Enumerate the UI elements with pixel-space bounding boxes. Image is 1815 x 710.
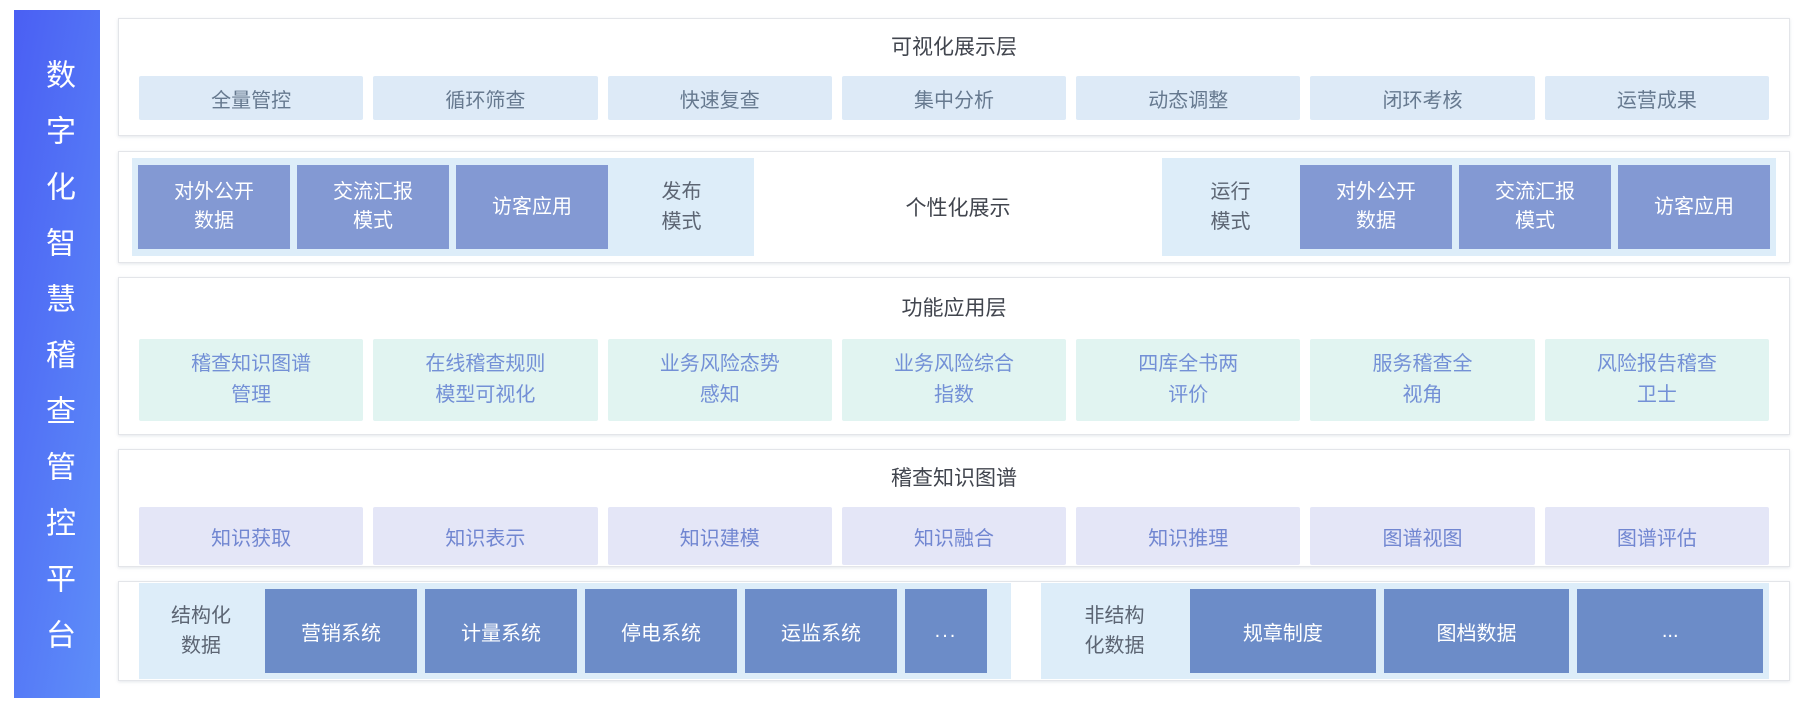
layer-title-visualization: 可视化展示层: [891, 36, 1017, 59]
run-mode-panel: 运行 模式 对外公开 数据 交流汇报 模式 访客应用: [1162, 158, 1776, 256]
knowledge-graph-item: 知识推理: [1076, 507, 1301, 565]
structured-system: 营销系统: [265, 589, 417, 673]
publish-mode-item: 对外公开 数据: [138, 165, 290, 249]
publish-mode-item: 交流汇报 模式: [297, 165, 449, 249]
function-item: 业务风险态势 感知: [607, 339, 832, 421]
layer-display-modes: 对外公开 数据 交流汇报 模式 访客应用 发布 模式 个性化展示 运行 模式 对…: [118, 151, 1790, 263]
platform-title: 数字化智慧稽查管控平台: [41, 59, 74, 675]
publish-mode-label: 发布 模式: [661, 181, 702, 233]
knowledge-graph-item: 知识获取: [139, 507, 364, 565]
visualization-item: 闭环考核: [1310, 76, 1535, 120]
visualization-items: 全量管控 循环筛查 快速复查 集中分析 动态调整 闭环考核 运营成果: [119, 76, 1789, 120]
structured-data-panel: 结构化 数据 营销系统 计量系统 停电系统 运监系统 ...: [139, 583, 1011, 679]
structured-system: 计量系统: [425, 589, 577, 673]
visualization-item: 集中分析: [841, 76, 1067, 120]
run-mode-label: 运行 模式: [1210, 181, 1251, 233]
knowledge-graph-item: 图谱评估: [1544, 507, 1769, 565]
run-mode-item: 访客应用: [1618, 165, 1770, 249]
visualization-item: 循环筛查: [373, 76, 598, 120]
run-mode-item: 交流汇报 模式: [1459, 165, 1611, 249]
knowledge-graph-item: 图谱视图: [1310, 507, 1535, 565]
structured-data-label: 结构化 数据: [171, 605, 231, 657]
platform-sidebar: 数字化智慧稽查管控平台: [14, 10, 100, 698]
knowledge-graph-items: 知识获取 知识表示 知识建模 知识融合 知识推理 图谱视图 图谱评估: [119, 507, 1789, 565]
architecture-diagram: 可视化展示层 全量管控 循环筛查 快速复查 集中分析 动态调整 闭环考核 运营成…: [118, 18, 1790, 681]
structured-system: 停电系统: [585, 589, 737, 673]
knowledge-graph-item: 知识表示: [373, 507, 598, 565]
publish-mode-item: 访客应用: [456, 165, 608, 249]
publish-mode-panel: 对外公开 数据 交流汇报 模式 访客应用 发布 模式: [132, 158, 754, 256]
function-item: 在线稽查规则 模型可视化: [373, 339, 598, 421]
layer-visualization: 可视化展示层 全量管控 循环筛查 快速复查 集中分析 动态调整 闭环考核 运营成…: [118, 18, 1790, 136]
unstructured-system: 规章制度: [1190, 589, 1376, 673]
layer-title-function: 功能应用层: [901, 297, 1007, 320]
visualization-item: 动态调整: [1076, 76, 1301, 120]
run-mode-item: 对外公开 数据: [1300, 165, 1452, 249]
layer-knowledge-graph: 稽查知识图谱 知识获取 知识表示 知识建模 知识融合 知识推理 图谱视图 图谱评…: [118, 449, 1790, 567]
function-item: 四库全书两 评价: [1076, 339, 1301, 421]
function-item: 业务风险综合 指数: [841, 339, 1067, 421]
visualization-item: 运营成果: [1544, 76, 1769, 120]
layer-function: 功能应用层 稽查知识图谱 管理 在线稽查规则 模型可视化 业务风险态势 感知 业…: [118, 277, 1790, 435]
unstructured-data-panel: 非结构 化数据 规章制度 图档数据 ...: [1041, 583, 1769, 679]
structured-system: 运监系统: [745, 589, 897, 673]
structured-system-more: ...: [905, 589, 987, 673]
unstructured-system: 图档数据: [1383, 589, 1570, 673]
function-items: 稽查知识图谱 管理 在线稽查规则 模型可视化 业务风险态势 感知 业务风险综合 …: [119, 339, 1789, 421]
function-item: 稽查知识图谱 管理: [139, 339, 364, 421]
unstructured-data-label: 非结构 化数据: [1084, 605, 1145, 657]
visualization-item: 快速复查: [607, 76, 832, 120]
function-item: 服务稽查全 视角: [1310, 339, 1535, 421]
unstructured-system-more: ...: [1577, 589, 1764, 673]
visualization-item: 全量管控: [139, 76, 364, 120]
function-item: 风险报告稽查 卫士: [1544, 339, 1769, 421]
personalized-display-label: 个性化展示: [905, 197, 1011, 220]
layer-data-sources: 结构化 数据 营销系统 计量系统 停电系统 运监系统 ... 非结构 化数据 规…: [118, 581, 1790, 681]
knowledge-graph-item: 知识融合: [841, 507, 1067, 565]
knowledge-graph-item: 知识建模: [607, 507, 832, 565]
layer-title-knowledge-graph: 稽查知识图谱: [891, 467, 1017, 490]
